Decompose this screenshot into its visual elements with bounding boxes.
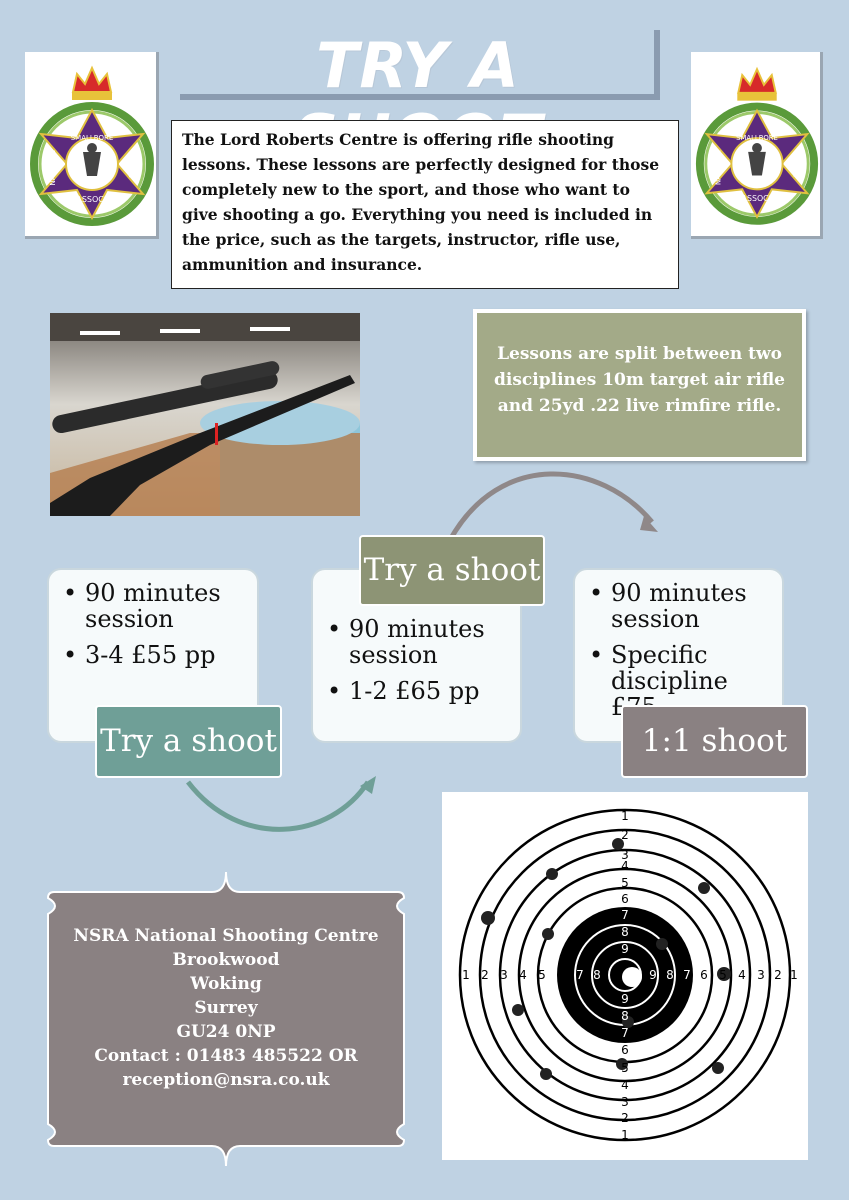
svg-text:4: 4 <box>621 1078 629 1092</box>
svg-text:5: 5 <box>621 876 629 890</box>
nsra-crest-logo: SMALLBORE NATIONAL RIFLE ASSOCᴺ <box>695 66 819 225</box>
nsra-badge-right: SMALLBORE NATIONAL RIFLE ASSOCᴺ <box>691 52 823 239</box>
svg-text:8: 8 <box>621 925 629 939</box>
address-panel: NSRA National Shooting Centre Brookwood … <box>40 870 412 1168</box>
address-line-postcode: GU24 0NP <box>176 1022 276 1042</box>
nsra-crest-logo: SMALLBORE NATIONAL RIFLE ASSOCᴺ <box>30 65 154 226</box>
svg-text:9: 9 <box>621 992 629 1006</box>
badge-text-right: RIFLE <box>791 158 799 177</box>
address-frame <box>46 871 406 1167</box>
process-arrows <box>186 471 658 832</box>
option-2-label: Try a shoot <box>359 535 545 606</box>
option-2-bullet-2: 1-2 £65 pp <box>327 678 512 704</box>
svg-text:9: 9 <box>621 942 629 956</box>
svg-text:7: 7 <box>621 908 629 922</box>
svg-text:6: 6 <box>700 968 708 982</box>
bullet-holes <box>481 838 731 1080</box>
address-line-contact: Contact : 01483 485522 OR <box>94 1046 358 1066</box>
svg-text:1: 1 <box>621 809 629 823</box>
option-1-list: 90 minutes session 3-4 £55 pp <box>57 580 249 668</box>
address-line-brookwood: Brookwood <box>172 950 280 970</box>
svg-text:4: 4 <box>738 968 746 982</box>
address-line-email: reception@nsra.co.uk <box>122 1070 330 1090</box>
svg-text:6: 6 <box>621 892 629 906</box>
arrow-teal-head <box>360 776 376 794</box>
option-1-label: Try a shoot <box>95 705 282 778</box>
arrow-grey <box>447 471 654 542</box>
option-3-list: 90 minutes session Specific discipline £… <box>583 580 774 720</box>
svg-text:2: 2 <box>621 828 629 842</box>
ring-labels: 1 2 3 4 5 6 7 8 9 1 2 3 4 5 6 7 8 9 8 7 … <box>462 809 798 1142</box>
rifle-photo <box>50 313 360 516</box>
svg-text:7: 7 <box>576 968 584 982</box>
svg-text:2: 2 <box>621 1111 629 1125</box>
svg-text:1: 1 <box>621 1128 629 1142</box>
badge-text-bottom: ASSOCᴺ <box>742 194 773 203</box>
svg-text:7: 7 <box>683 968 691 982</box>
badge-text-top: SMALLBORE <box>71 134 114 142</box>
svg-text:8: 8 <box>621 1009 629 1023</box>
badge-text-top: SMALLBORE <box>736 134 778 142</box>
address-text: NSRA National Shooting Centre Brookwood … <box>40 924 412 1092</box>
arrow-grey-head <box>640 516 658 532</box>
svg-text:5: 5 <box>719 968 727 982</box>
svg-text:9: 9 <box>649 968 657 982</box>
option-2-list: 90 minutes session 1-2 £65 pp <box>321 616 512 704</box>
address-line-woking: Woking <box>190 974 262 994</box>
badge-text-left: NATIONAL <box>715 150 723 185</box>
svg-text:3: 3 <box>621 1095 629 1109</box>
svg-text:6: 6 <box>621 1043 629 1057</box>
title-banner: TRY A SHOOT <box>180 30 660 174</box>
option-1-bullet-1: 90 minutes session <box>63 580 249 632</box>
option-2-bullet-1: 90 minutes session <box>327 616 512 668</box>
badge-text-bottom: ASSOCᴺ <box>76 195 108 204</box>
option-3-label: 1:1 shoot <box>621 705 808 778</box>
option-1-bullet-2: 3-4 £55 pp <box>63 642 249 668</box>
svg-text:8: 8 <box>593 968 601 982</box>
option-3-bullet-1: 90 minutes session <box>589 580 774 632</box>
badge-text-right: RIFLE <box>127 158 135 177</box>
svg-text:1: 1 <box>790 968 798 982</box>
address-line-surrey: Surrey <box>194 998 258 1018</box>
svg-text:3: 3 <box>500 968 508 982</box>
svg-text:5: 5 <box>538 968 546 982</box>
svg-text:4: 4 <box>519 968 527 982</box>
intro-text: The Lord Roberts Centre is offering rifl… <box>171 120 679 289</box>
svg-text:8: 8 <box>666 968 674 982</box>
svg-text:6: 6 <box>557 968 565 982</box>
svg-text:1: 1 <box>462 968 470 982</box>
svg-text:3: 3 <box>621 848 629 862</box>
address-line-centre: NSRA National Shooting Centre <box>73 926 379 946</box>
svg-text:4: 4 <box>621 859 629 873</box>
svg-text:7: 7 <box>621 1026 629 1040</box>
svg-text:2: 2 <box>481 968 489 982</box>
svg-text:3: 3 <box>757 968 765 982</box>
nsra-badge-left: SMALLBORE NATIONAL RIFLE ASSOCᴺ <box>25 52 159 239</box>
svg-text:5: 5 <box>621 1061 629 1075</box>
arrow-teal <box>186 780 371 832</box>
option-3-bullet-2: Specific discipline £75 <box>589 642 774 720</box>
target-image: 1 2 3 4 5 6 7 8 9 1 2 3 4 5 6 7 8 9 8 7 … <box>442 792 808 1160</box>
badge-text-left: NATIONAL <box>49 150 57 185</box>
svg-text:2: 2 <box>774 968 782 982</box>
disciplines-note: Lessons are split between two discipline… <box>473 309 806 461</box>
